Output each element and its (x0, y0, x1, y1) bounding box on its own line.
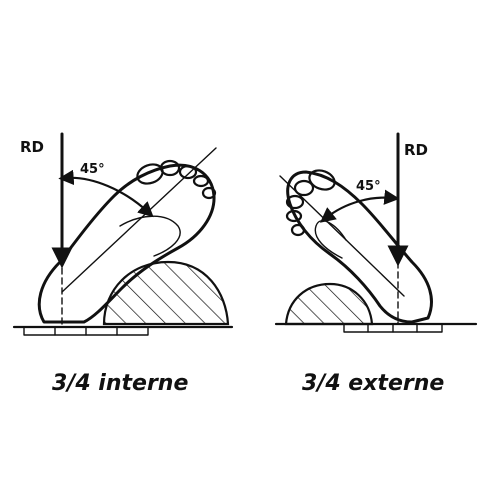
right-sole-contour (314, 220, 347, 259)
right-toes (285, 169, 336, 237)
left-angle-label: 45° (80, 162, 105, 177)
left-foot-axis-line (61, 147, 217, 293)
right-support-wedge (284, 282, 374, 326)
left-sole-contour (119, 215, 181, 257)
left-view: RD 45° 3/4 interne (12, 132, 234, 396)
left-caption: 3/4 interne (52, 371, 188, 396)
right-detector-plate (343, 323, 443, 333)
left-ray-label: RD (20, 138, 44, 156)
left-support-wedge (102, 260, 230, 326)
right-angle-label: 45° (356, 179, 381, 194)
right-view: RD 45° 3/4 externe (274, 132, 478, 396)
right-ray-label: RD (404, 141, 428, 159)
right-caption: 3/4 externe (302, 371, 444, 396)
left-detector-plate (23, 326, 149, 336)
right-angle-arc (319, 189, 400, 223)
right-foot-axis-line (279, 175, 405, 297)
left-angle-arc (58, 169, 154, 218)
